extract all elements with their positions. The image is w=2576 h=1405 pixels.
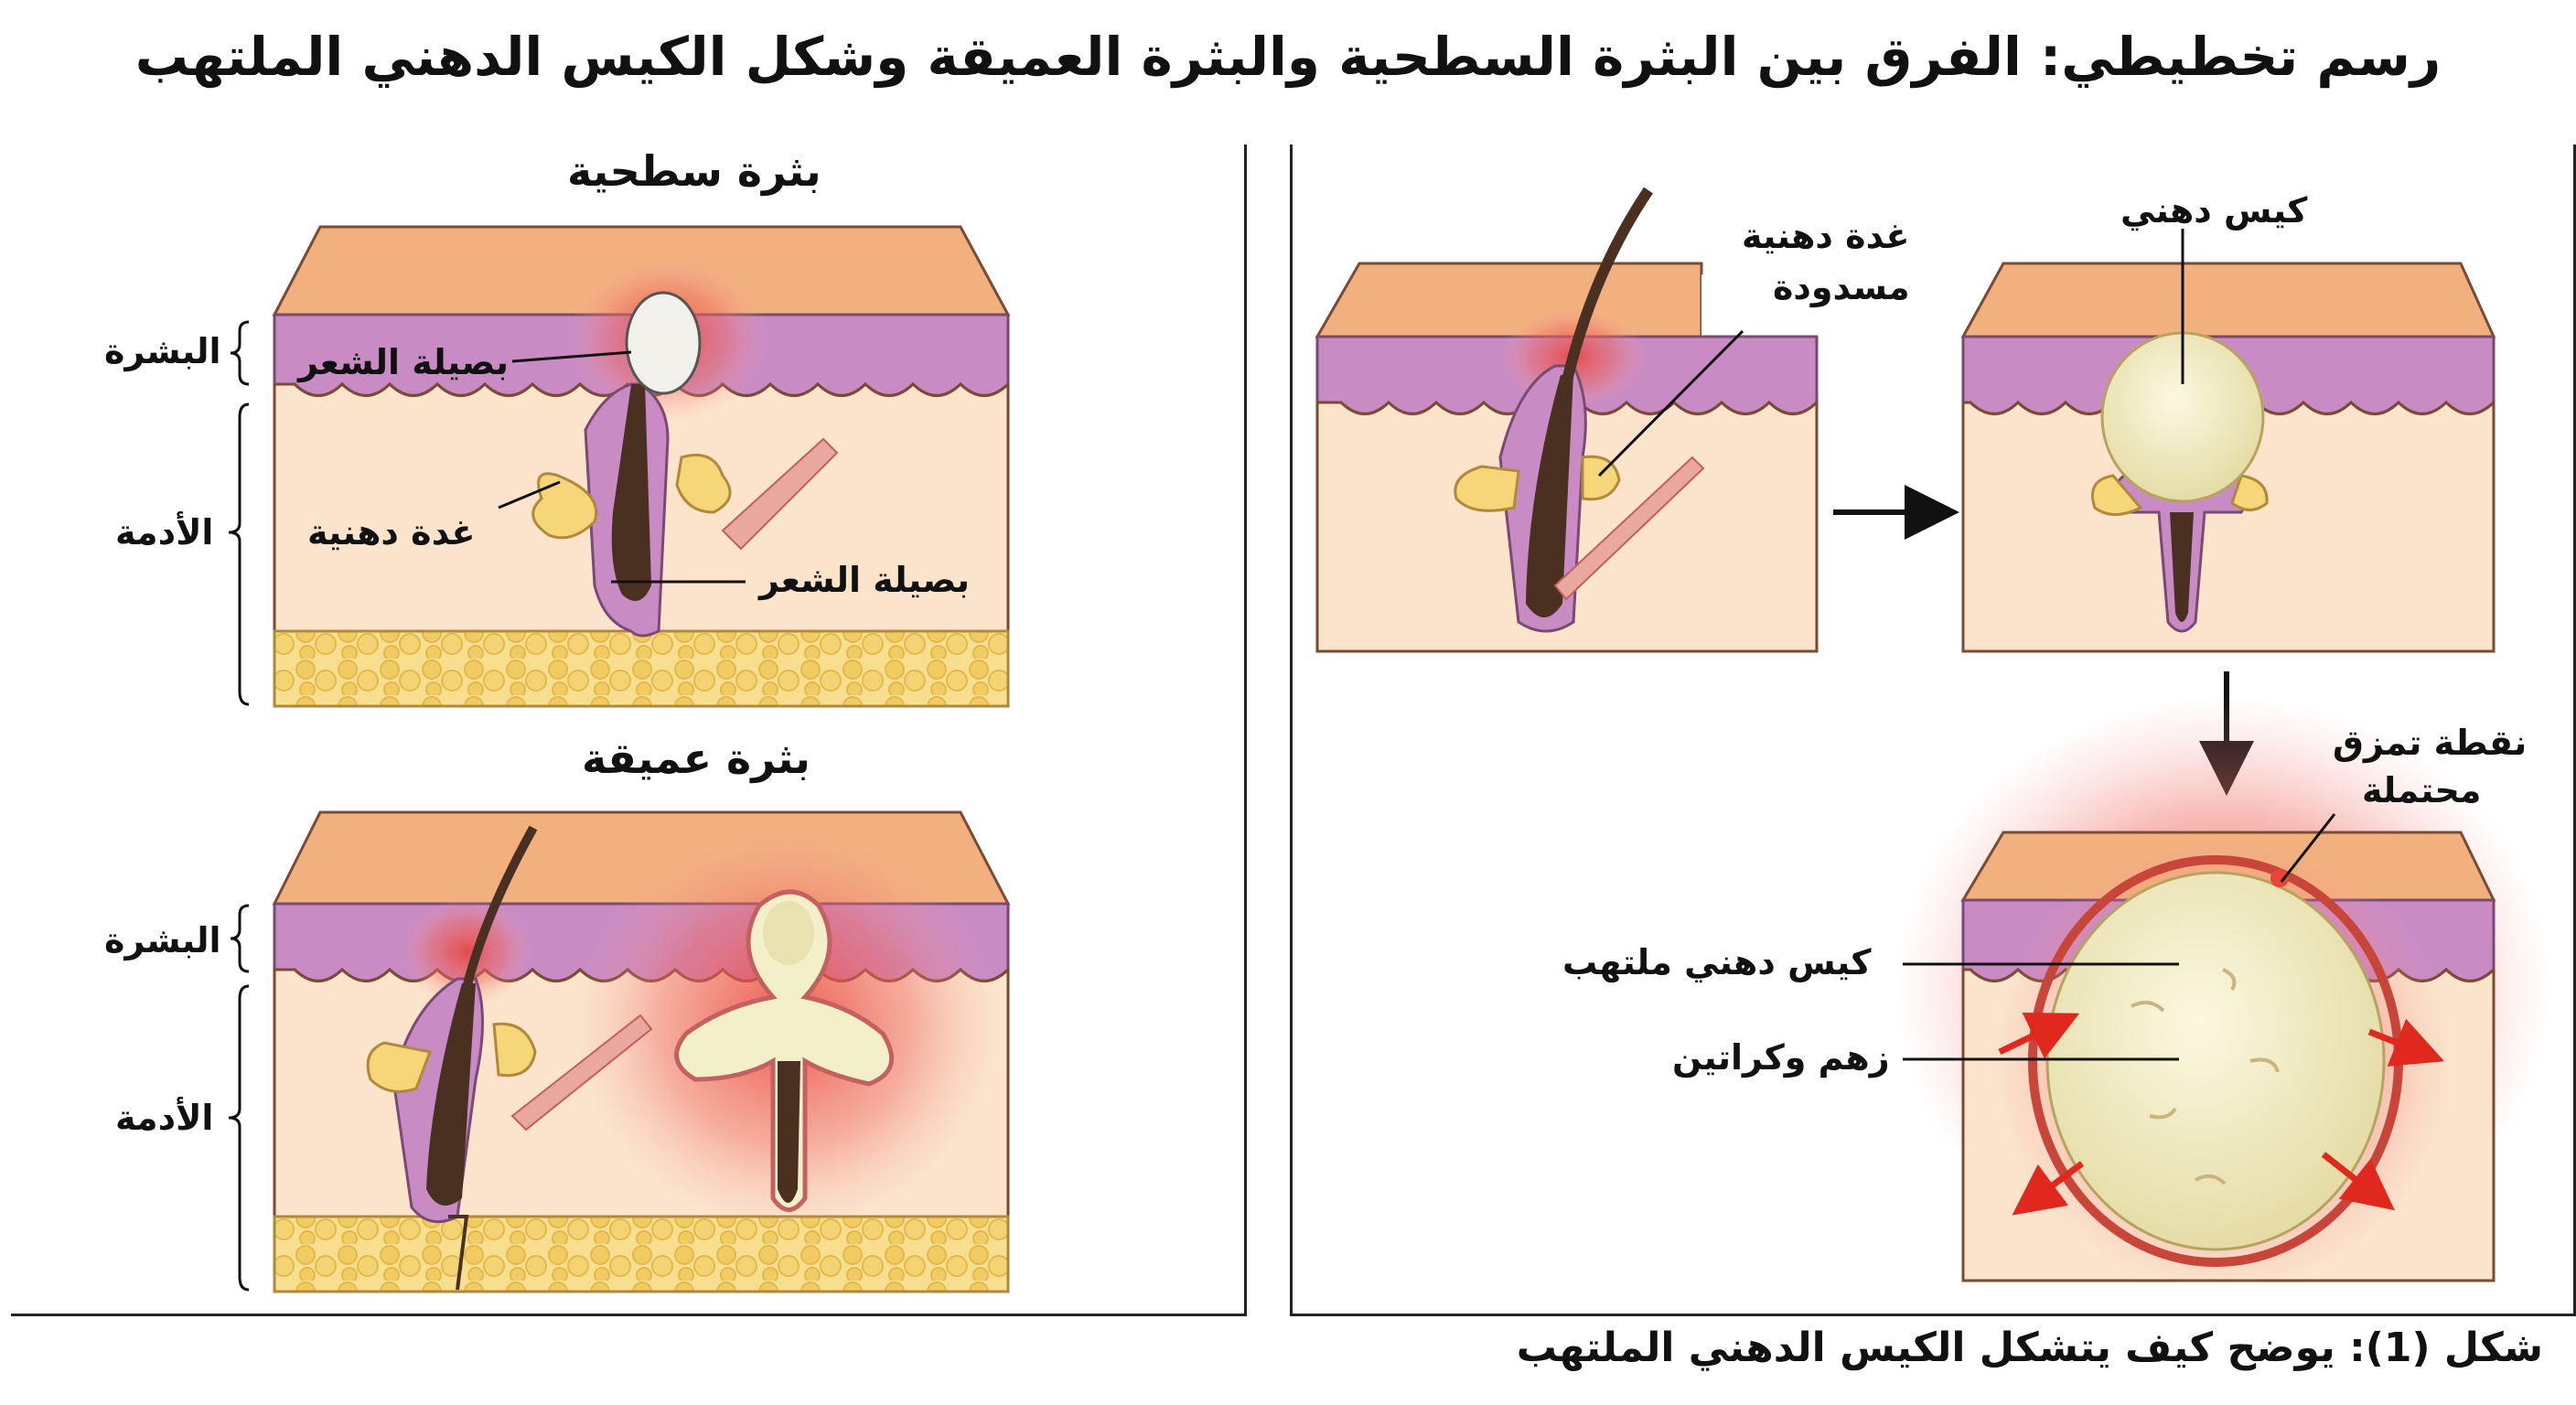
deep-layer-epidermis-label: البشرة [104, 920, 221, 960]
blocked-gland-label-line1: غدة دهنية [1742, 216, 1910, 256]
cyst-label: كيس دهني [2120, 190, 2308, 231]
page-title: رسم تخطيطي: الفرق بين البثرة السطحية وال… [134, 26, 2442, 88]
blocked-gland-label-line2: مسدودة [1773, 267, 1910, 307]
stage-cyst-diagram [1960, 229, 2496, 653]
deep-layer-dermis-label: الأدمة [115, 1098, 214, 1138]
layer-epidermis-label: البشرة [104, 331, 221, 371]
left-panel-frame [11, 145, 1247, 1316]
rupture-point-label-line2: محتملة [2362, 770, 2482, 810]
sebaceous-gland-label: غدة دهنية [307, 512, 476, 552]
sebum-keratin-label: زهم وكراتين [1672, 1037, 1890, 1078]
figure-caption: شكل (1): يوضح كيف يتشكل الكيس الدهني الم… [1516, 1325, 2543, 1371]
stage-blocked-gland-diagram [1315, 187, 1819, 653]
superficial-heading: بثرة سطحية [567, 146, 821, 196]
inflamed-cyst-label: كيس دهني ملتهب [1562, 942, 1872, 982]
rupture-point-label-line1: نقطة تمزق [2333, 723, 2528, 763]
layer-dermis-label: الأدمة [115, 512, 214, 552]
stage-inflamed-cyst-diagram [1894, 695, 2552, 1290]
right-panel-frame [1290, 145, 2576, 1316]
hair-follicle-label-top: بصيلة الشعر [298, 342, 510, 382]
deep-pimple-diagram [228, 810, 1011, 1293]
deep-heading: بثرة عميقة [582, 734, 810, 783]
hair-follicle-label-bottom: بصيلة الشعر [759, 560, 971, 600]
superficial-pimple-diagram [228, 225, 1011, 708]
